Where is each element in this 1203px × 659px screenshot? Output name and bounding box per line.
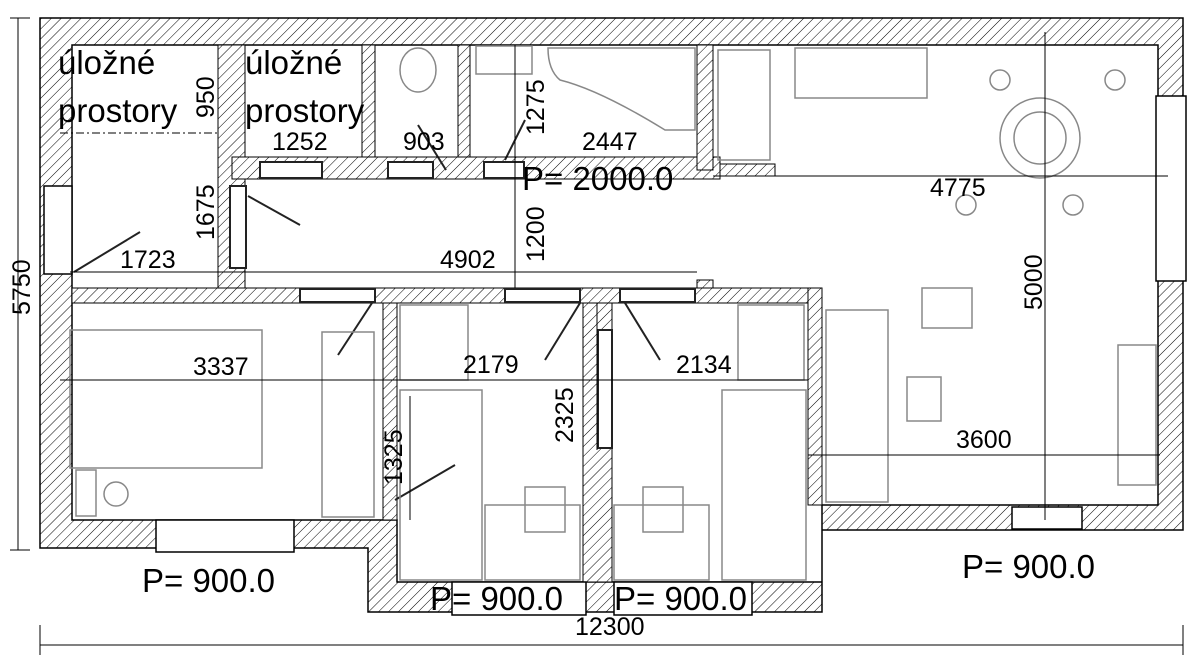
shower-icon [717, 49, 771, 161]
dim-4902: 4902 [440, 246, 496, 274]
dim-5750: 5750 [8, 259, 36, 315]
dim-2179: 2179 [463, 351, 519, 379]
dim-2325: 2325 [551, 387, 579, 443]
room-label-storage-1-line1: úložné [58, 44, 155, 81]
dim-1675: 1675 [192, 184, 220, 240]
dining-table-icon [999, 97, 1081, 179]
room-label-storage-2-line2: prostory [245, 92, 365, 129]
dim-1275: 1275 [522, 79, 550, 135]
window-label-room-mid-1: P= 900.0 [430, 580, 563, 617]
dim-1252: 1252 [272, 128, 328, 156]
dim-1325: 1325 [380, 429, 408, 485]
dim-3600: 3600 [956, 426, 1012, 454]
window-label-bedroom-left: P= 900.0 [142, 562, 275, 599]
dim-5000: 5000 [1020, 254, 1048, 310]
dim-1723: 1723 [120, 246, 176, 274]
window-label-room-mid-2: P= 900.0 [614, 580, 747, 617]
dim-12300: 12300 [575, 613, 645, 641]
dim-2134: 2134 [676, 351, 732, 379]
sink-icon [475, 45, 533, 75]
dim-950: 950 [192, 76, 220, 118]
dim-3337: 3337 [193, 353, 249, 381]
dim-4775: 4775 [930, 174, 986, 202]
dim-2447: 2447 [582, 128, 638, 156]
interior-walls [71, 44, 823, 583]
dimension-lines [10, 17, 1184, 655]
bed-icon [69, 329, 263, 469]
dim-903: 903 [403, 128, 445, 156]
dim-1200: 1200 [522, 206, 550, 262]
windows [43, 95, 1187, 616]
furniture [69, 45, 1157, 581]
window-label-living: P= 900.0 [962, 548, 1095, 585]
sofa-icon [825, 309, 889, 503]
window-label-bath: P= 2000.0 [522, 160, 673, 197]
toilet-icon [399, 47, 437, 93]
room-label-storage-2-line1: úložné [245, 44, 342, 81]
bathtub-icon [547, 47, 696, 131]
room-label-storage-1-line2: prostory [58, 92, 178, 129]
doors [73, 119, 696, 501]
